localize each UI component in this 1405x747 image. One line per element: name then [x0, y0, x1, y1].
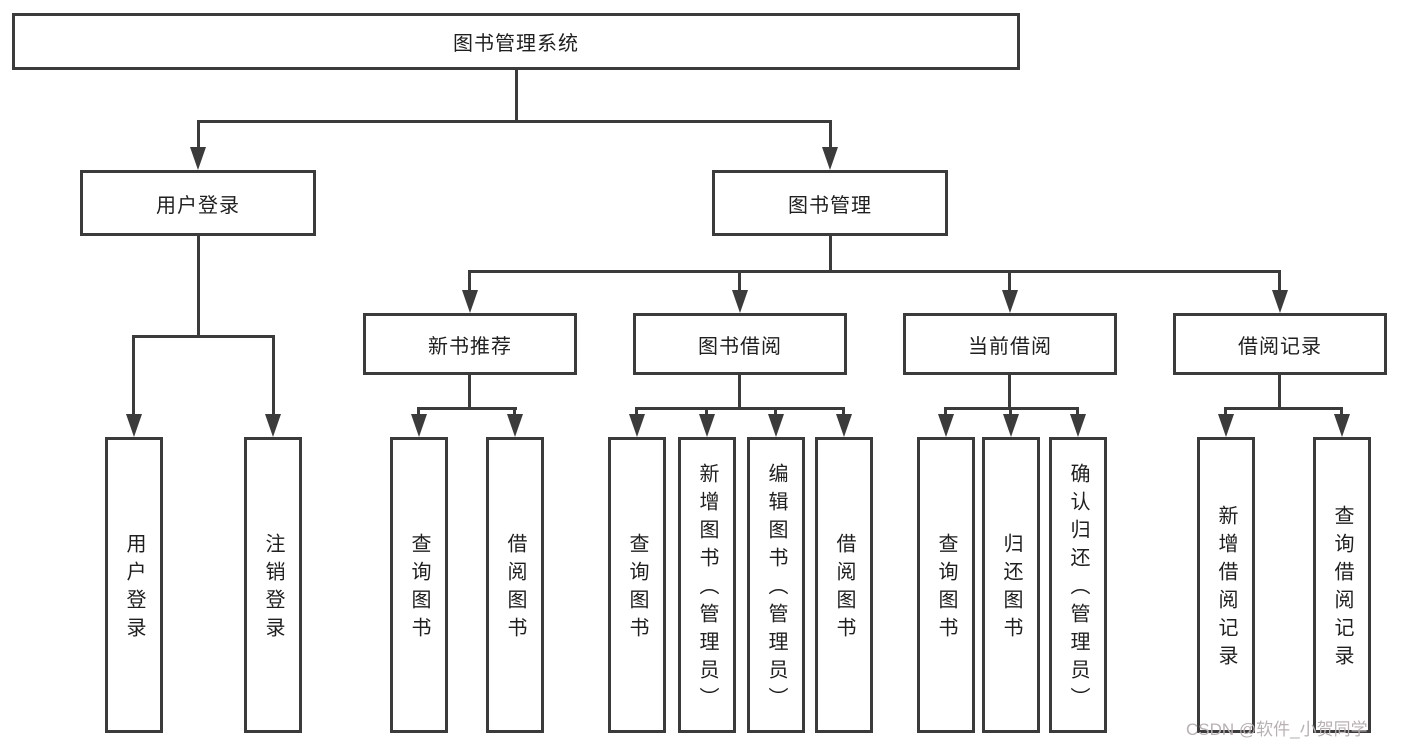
node-library-system: 图书管理系统	[12, 13, 1020, 70]
connector-stem	[197, 236, 200, 335]
connector-drop	[774, 407, 777, 415]
node-library-system-label: 图书管理系统	[453, 33, 579, 55]
connector-bus	[417, 407, 517, 410]
connector-drop	[197, 120, 200, 148]
connector-drop	[1340, 407, 1343, 415]
arrow-down-icon	[1334, 414, 1350, 437]
arrow-down-icon	[629, 414, 645, 437]
connector-stem	[515, 70, 518, 120]
node-borrow-records: 借阅记录	[1173, 313, 1387, 375]
leaf-br-add-record-label: 新增借阅记录	[1215, 505, 1237, 673]
connector-drop	[842, 407, 845, 415]
node-new-book-recommend-label: 新书推荐	[428, 335, 512, 358]
connector-drop	[829, 120, 832, 148]
leaf-user-login-label: 用户登录	[123, 533, 145, 645]
leaf-br-query-record-label: 查询借阅记录	[1331, 505, 1353, 673]
arrow-down-icon	[938, 414, 954, 437]
connector-drop	[635, 407, 638, 415]
watermark: CSDN @软件_小贺同学	[1186, 720, 1368, 739]
arrow-down-icon	[190, 147, 206, 170]
arrow-down-icon	[1272, 290, 1288, 313]
arrow-down-icon	[507, 414, 523, 437]
leaf-bb-borrow-books: 借阅图书	[815, 437, 873, 733]
arrow-down-icon	[126, 414, 142, 437]
leaf-cb-confirm-return-admin-label: 确认归还（管理员）	[1067, 463, 1089, 715]
leaf-bb-borrow-books-label: 借阅图书	[833, 533, 855, 645]
arrow-down-icon	[822, 147, 838, 170]
connector-stem	[1008, 375, 1011, 407]
node-borrow-records-label: 借阅记录	[1238, 335, 1322, 358]
arrow-down-icon	[411, 414, 427, 437]
connector-drop	[1278, 270, 1281, 291]
leaf-nb-query-books: 查询图书	[390, 437, 448, 733]
arrow-down-icon	[1070, 414, 1086, 437]
arrow-down-icon	[1003, 414, 1019, 437]
connector-bus	[635, 407, 845, 410]
node-book-borrowing: 图书借阅	[633, 313, 847, 375]
connector-drop	[272, 335, 275, 415]
connector-drop	[132, 335, 135, 415]
connector-stem	[468, 375, 471, 407]
leaf-br-add-record: 新增借阅记录	[1197, 437, 1255, 733]
node-book-management: 图书管理	[712, 170, 948, 236]
leaf-logout-label: 注销登录	[262, 533, 284, 645]
connector-drop	[1009, 407, 1012, 415]
arrow-down-icon	[265, 414, 281, 437]
arrow-down-icon	[1002, 290, 1018, 313]
leaf-cb-return-books: 归还图书	[982, 437, 1040, 733]
connector-stem	[738, 375, 741, 407]
connector-drop	[513, 407, 516, 415]
leaf-cb-query-books-label: 查询图书	[935, 533, 957, 645]
leaf-br-query-record: 查询借阅记录	[1313, 437, 1371, 733]
connector-drop	[1076, 407, 1079, 415]
connector-bus	[1224, 407, 1343, 410]
arrow-down-icon	[768, 414, 784, 437]
node-current-borrowing-label: 当前借阅	[968, 335, 1052, 358]
connector-drop	[944, 407, 947, 415]
connector-bus	[197, 120, 832, 123]
leaf-bb-edit-books-admin-label: 编辑图书（管理员）	[765, 463, 787, 715]
arrow-down-icon	[699, 414, 715, 437]
connector-drop	[1224, 407, 1227, 415]
node-book-management-label: 图书管理	[788, 194, 872, 217]
leaf-cb-confirm-return-admin: 确认归还（管理员）	[1049, 437, 1107, 733]
leaf-cb-return-books-label: 归还图书	[1000, 533, 1022, 645]
leaf-logout: 注销登录	[244, 437, 302, 733]
connector-drop	[1008, 270, 1011, 291]
connector-drop	[468, 270, 471, 291]
leaf-bb-add-books-admin-label: 新增图书（管理员）	[696, 463, 718, 715]
connector-stem	[829, 236, 832, 270]
arrow-down-icon	[1218, 414, 1234, 437]
connector-drop	[417, 407, 420, 415]
connector-bus	[132, 335, 275, 338]
leaf-nb-query-books-label: 查询图书	[408, 533, 430, 645]
connector-drop	[705, 407, 708, 415]
arrow-down-icon	[836, 414, 852, 437]
leaf-bb-add-books-admin: 新增图书（管理员）	[678, 437, 736, 733]
leaf-user-login: 用户登录	[105, 437, 163, 733]
node-user-login-label: 用户登录	[156, 194, 240, 217]
connector-drop	[738, 270, 741, 291]
connector-stem	[1278, 375, 1281, 407]
leaf-nb-borrow-books: 借阅图书	[486, 437, 544, 733]
leaf-cb-query-books: 查询图书	[917, 437, 975, 733]
node-book-borrowing-label: 图书借阅	[698, 335, 782, 358]
leaf-nb-borrow-books-label: 借阅图书	[504, 533, 526, 645]
leaf-bb-query-books: 查询图书	[608, 437, 666, 733]
node-new-book-recommend: 新书推荐	[363, 313, 577, 375]
node-current-borrowing: 当前借阅	[903, 313, 1117, 375]
leaf-bb-edit-books-admin: 编辑图书（管理员）	[747, 437, 805, 733]
arrow-down-icon	[462, 290, 478, 313]
node-user-login: 用户登录	[80, 170, 316, 236]
connector-bus	[468, 270, 1281, 273]
arrow-down-icon	[732, 290, 748, 313]
leaf-bb-query-books-label: 查询图书	[626, 533, 648, 645]
